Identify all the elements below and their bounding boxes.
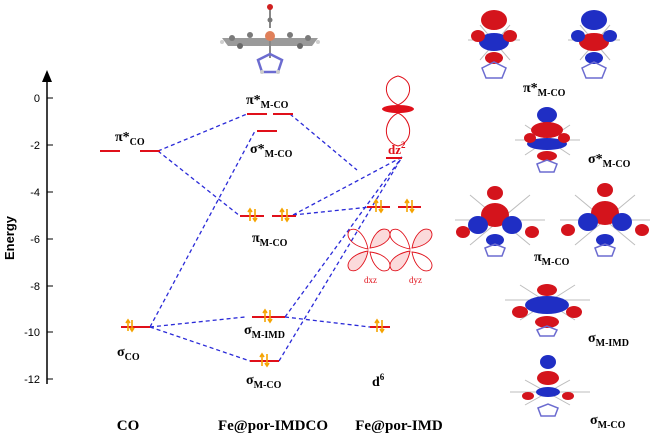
tick-label: -2 bbox=[30, 140, 40, 152]
column-label-complex: Fe@por-IMDCO bbox=[218, 418, 328, 434]
mo-sigma-star-image bbox=[515, 107, 580, 173]
electron-pair-arrows bbox=[247, 207, 290, 223]
sigma-mimd-label: σM-IMD bbox=[244, 323, 285, 341]
dyz-label: dyz bbox=[409, 275, 422, 285]
tick-label: -6 bbox=[30, 234, 40, 246]
pi-mco-label: πM-CO bbox=[252, 231, 288, 249]
electron-pair-arrows bbox=[262, 308, 273, 324]
electron-pair-arrows bbox=[259, 352, 270, 368]
pi-star-co-label: π*CO bbox=[115, 130, 145, 148]
mo-sigma-imd-image bbox=[505, 284, 590, 337]
electron-pair-arrows bbox=[374, 318, 385, 334]
tick-label: -12 bbox=[24, 374, 40, 386]
sigma-mco-label: σM-CO bbox=[246, 373, 282, 391]
mo-sigma-co-label: σM-CO bbox=[590, 413, 626, 431]
mo-pi-left-image bbox=[455, 186, 545, 257]
mo-pi-label: πM-CO bbox=[534, 250, 570, 268]
dz2-label: dz2 bbox=[388, 140, 406, 157]
dz2-orbital-icon bbox=[382, 75, 414, 147]
mo-sigma-star-label: σ*M-CO bbox=[588, 152, 631, 170]
dyz-orbital-icon bbox=[389, 228, 433, 272]
mo-pi-star-right-image bbox=[568, 10, 620, 79]
tick-label: 0 bbox=[34, 93, 40, 105]
d6-label: d6 bbox=[372, 372, 385, 390]
column-label-fragment: Fe@por-IMD bbox=[355, 418, 443, 434]
dxz-label: dxz bbox=[364, 275, 377, 285]
mo-pi-right-image bbox=[560, 183, 650, 257]
mo-pi-star-left-image bbox=[468, 10, 520, 79]
electron-pair-arrows bbox=[373, 198, 415, 214]
pi-star-mco-label: π*M-CO bbox=[246, 93, 289, 111]
electron-pair-arrows bbox=[125, 318, 135, 333]
fragment-levels: dz2 dxz dyz d6 bbox=[347, 75, 433, 390]
mo-sigma-imd-label: σM-IMD bbox=[588, 331, 629, 349]
dxz-orbital-icon bbox=[347, 228, 391, 272]
complex-levels: π*M-CO σ*M-CO πM-CO σM-IMD σM-CO bbox=[240, 93, 296, 391]
mo-sigma-co-image bbox=[510, 355, 590, 417]
mo-pi-star-label: π*M-CO bbox=[523, 81, 566, 99]
correlation-lines bbox=[149, 113, 403, 362]
complex-structure bbox=[220, 4, 320, 74]
tick-label: -10 bbox=[24, 327, 40, 339]
tick-label: -8 bbox=[30, 281, 40, 293]
energy-axis: 0 -2 -4 -6 -8 -10 -12 Energy bbox=[2, 70, 53, 386]
co-levels: π*CO σCO bbox=[100, 130, 160, 363]
sigma-star-mco-label: σ*M-CO bbox=[250, 142, 293, 160]
column-label-co: CO bbox=[117, 418, 140, 434]
tick-label: -4 bbox=[30, 187, 40, 199]
sigma-co-label: σCO bbox=[117, 345, 140, 363]
axis-title: Energy bbox=[2, 215, 17, 260]
